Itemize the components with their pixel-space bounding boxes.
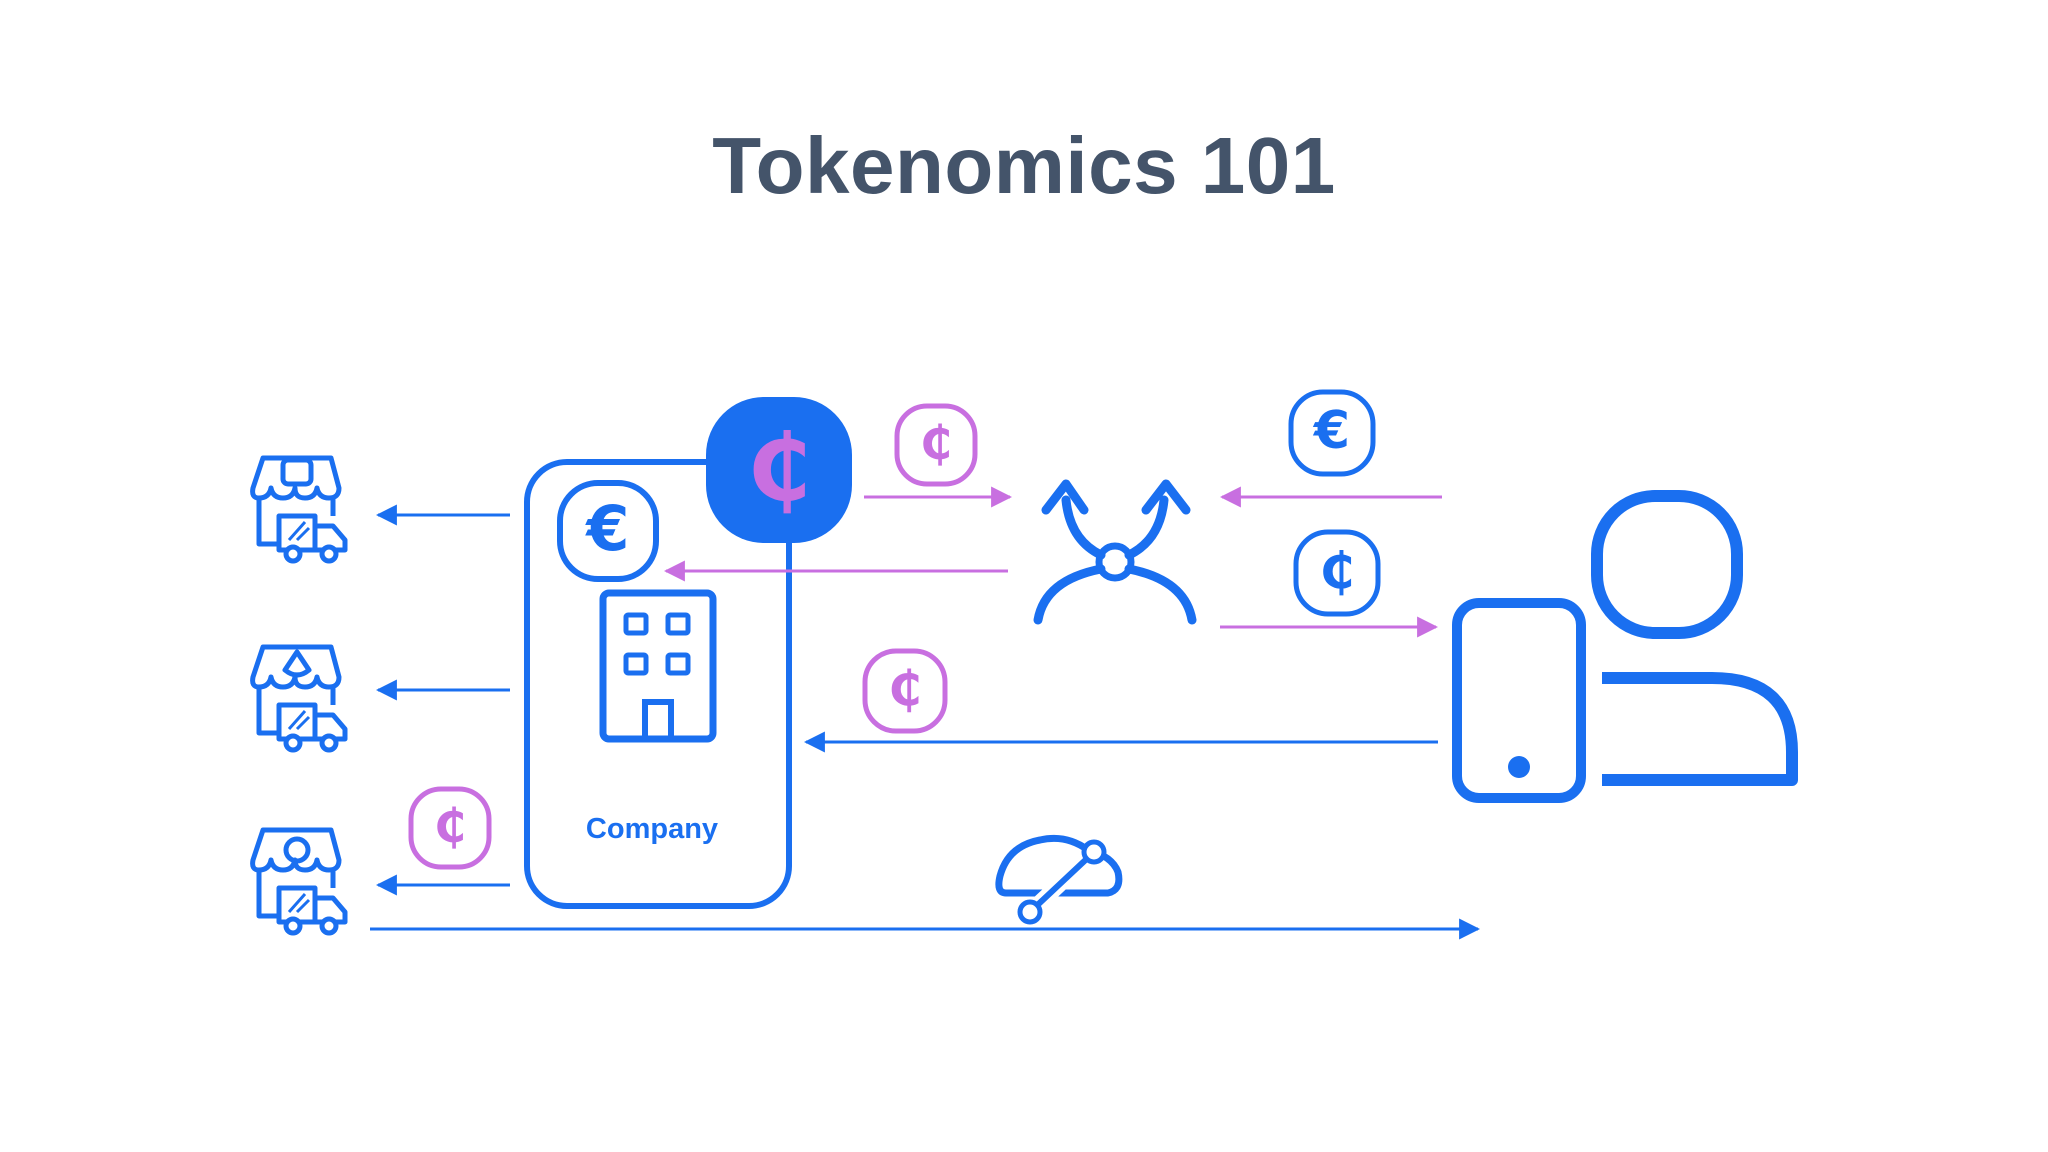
merchant-store-icon [253, 458, 345, 561]
merchant-store-icon [253, 647, 345, 750]
exchange-arrows-icon [1033, 479, 1197, 625]
token-coin-icon: ₵ [894, 403, 978, 487]
svg-text:₵: ₵ [888, 661, 921, 717]
svg-text:₵: ₵ [747, 415, 811, 522]
smartphone-icon [1452, 598, 1586, 803]
svg-text:₵: ₵ [434, 799, 466, 853]
token-coin-icon: ₵ [1293, 529, 1381, 617]
company-label: Company [586, 813, 718, 845]
merchant-store-icon [253, 830, 345, 933]
svg-text:₵: ₵ [920, 416, 952, 470]
token-coin-icon: ₵ [408, 786, 492, 870]
svg-text:€: € [1313, 401, 1350, 461]
token-badge-icon: ₵ [706, 397, 852, 543]
euro-coin-icon: € [1288, 389, 1376, 477]
building-icon [599, 589, 717, 743]
euro-coin-icon: € [557, 480, 659, 582]
car-service-wrench-icon [995, 834, 1123, 925]
token-coin-icon: ₵ [862, 648, 948, 734]
company-card: € Company [524, 459, 792, 909]
svg-text:€: € [584, 492, 629, 565]
user-icon [1591, 490, 1798, 786]
slide-title: Tokenomics 101 [712, 121, 1336, 210]
svg-text:₵: ₵ [1320, 542, 1355, 600]
